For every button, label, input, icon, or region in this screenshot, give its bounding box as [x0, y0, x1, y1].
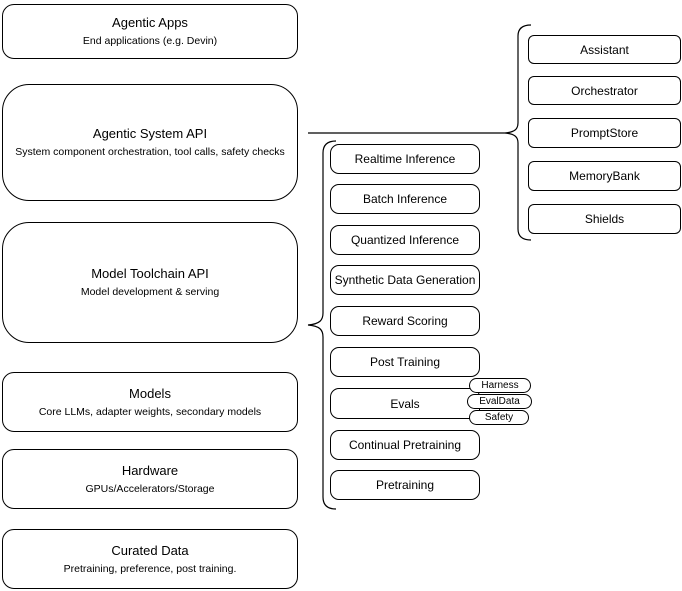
node-model-toolchain-api: Model Toolchain API Model development & …: [2, 222, 298, 343]
node-shields: Shields: [528, 204, 681, 234]
node-hardware: Hardware GPUs/Accelerators/Storage: [2, 449, 298, 509]
node-subtitle: End applications (e.g. Devin): [82, 35, 218, 48]
node-label: Post Training: [369, 355, 441, 369]
node-label: Shields: [584, 212, 625, 226]
node-title: Model Toolchain API: [91, 266, 209, 282]
node-label: Synthetic Data Generation: [334, 273, 476, 287]
node-quantized-inference: Quantized Inference: [330, 225, 480, 255]
node-subtitle: GPUs/Accelerators/Storage: [85, 482, 215, 495]
node-subtitle: Model development & serving: [80, 286, 220, 299]
node-agentic-system-api: Agentic System API System component orch…: [2, 84, 298, 201]
node-realtime-inference: Realtime Inference: [330, 144, 480, 174]
node-title: Hardware: [121, 462, 179, 478]
node-synthetic-data-generation: Synthetic Data Generation: [330, 265, 480, 295]
tag-label: EvalData: [479, 396, 520, 407]
node-label: Assistant: [580, 42, 629, 57]
node-label: Realtime Inference: [354, 152, 456, 166]
node-promptstore: PromptStore: [528, 118, 681, 148]
node-label: Batch Inference: [362, 192, 448, 206]
node-title: Curated Data: [111, 542, 189, 558]
node-continual-pretraining: Continual Pretraining: [330, 430, 480, 460]
node-label: Orchestrator: [571, 83, 638, 98]
node-curated-data: Curated Data Pretraining, preference, po…: [2, 529, 298, 589]
tag-safety: Safety: [469, 410, 529, 425]
node-post-training: Post Training: [330, 347, 480, 377]
tag-label: Harness: [481, 380, 519, 391]
node-label: Continual Pretraining: [348, 438, 462, 452]
node-label: PromptStore: [570, 126, 639, 140]
node-label: Pretraining: [375, 478, 435, 492]
node-orchestrator: Orchestrator: [528, 76, 681, 105]
node-label: Reward Scoring: [362, 314, 448, 328]
tag-harness: Harness: [469, 378, 531, 393]
node-agentic-apps: Agentic Apps End applications (e.g. Devi…: [2, 4, 298, 59]
node-label: MemoryBank: [569, 169, 640, 183]
node-batch-inference: Batch Inference: [330, 184, 480, 214]
node-subtitle: System component orchestration, tool cal…: [15, 146, 285, 159]
tag-label: Safety: [484, 412, 514, 423]
node-evals: Evals: [330, 388, 480, 419]
node-subtitle: Pretraining, preference, post training.: [63, 562, 237, 575]
node-subtitle: Core LLMs, adapter weights, secondary mo…: [38, 405, 262, 418]
node-title: Models: [129, 385, 171, 401]
node-reward-scoring: Reward Scoring: [330, 306, 480, 336]
toolchain-brace: [307, 140, 337, 510]
tag-evaldata: EvalData: [467, 394, 532, 409]
node-models: Models Core LLMs, adapter weights, secon…: [2, 372, 298, 432]
node-memorybank: MemoryBank: [528, 161, 681, 191]
node-label: Quantized Inference: [350, 233, 460, 247]
node-title: Agentic System API: [92, 126, 208, 142]
node-pretraining: Pretraining: [330, 470, 480, 500]
node-label: Evals: [390, 396, 420, 411]
node-assistant: Assistant: [528, 35, 681, 64]
node-title: Agentic Apps: [112, 15, 188, 31]
